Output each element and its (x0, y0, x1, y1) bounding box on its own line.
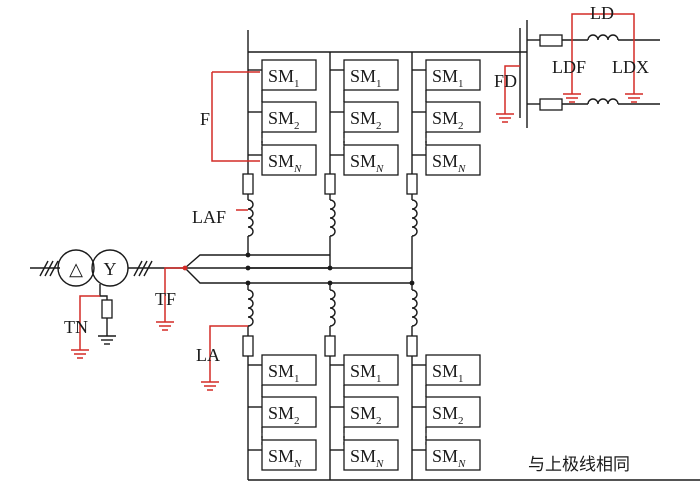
svg-text:SM2: SM2 (432, 108, 464, 132)
lower-arm-2-submodule-2: SM2 (330, 396, 399, 445)
lower-arm-2-submodule-1: SM1 (330, 354, 399, 386)
label-LA: LA (196, 345, 220, 365)
label-LDF: LDF (552, 57, 586, 77)
svg-text:SM2: SM2 (350, 403, 382, 427)
svg-text:SMN: SMN (350, 446, 384, 470)
upper-arm-3-submodule-n: SMN (412, 144, 481, 176)
svg-text:SM1: SM1 (350, 66, 382, 90)
lower-arm-3-submodule-n: SMN (412, 439, 481, 471)
upper-arm-3-submodule-1: SM1 (412, 59, 481, 91)
svg-text:SM1: SM1 (268, 361, 300, 385)
transformer-primary-winding (57, 249, 95, 287)
lower-arm-1-submodule-n: SMN (248, 439, 317, 471)
svg-text:SM2: SM2 (432, 403, 464, 427)
label-F: F (200, 109, 210, 129)
label-LDX: LDX (612, 57, 649, 77)
lower-arm-2-submodule-n: SMN (330, 439, 399, 471)
label-FD: FD (494, 71, 517, 91)
svg-text:SM2: SM2 (268, 403, 300, 427)
label-TN: TN (64, 317, 88, 337)
upper-arm-1-submodule-1: SM1 (248, 59, 317, 91)
svg-text:SM2: SM2 (268, 108, 300, 132)
upper-arm-2-submodule-n: SMN (330, 144, 399, 176)
svg-text:SM1: SM1 (432, 66, 464, 90)
upper-arm-reactor-2 (324, 172, 336, 268)
upper-arm-reactor-1 (242, 172, 254, 255)
label-LAF: LAF (192, 207, 226, 227)
svg-text:SM1: SM1 (432, 361, 464, 385)
transformer-secondary-symbol: Y (104, 259, 117, 279)
svg-text:SMN: SMN (432, 151, 466, 175)
upper-arm-2-submodule-1: SM1 (330, 59, 399, 91)
upper-arm-3-submodule-2: SM2 (412, 101, 481, 150)
label-LD: LD (590, 3, 614, 23)
lower-arm-1-submodule-2: SM2 (248, 396, 317, 445)
svg-text:SM1: SM1 (268, 66, 300, 90)
note-same-as-upper-pole: 与上极线相同 (528, 455, 630, 475)
svg-text:SM2: SM2 (350, 108, 382, 132)
transformer-secondary-winding (91, 249, 129, 287)
lower-arm-3-submodule-1: SM1 (412, 354, 481, 386)
svg-text:SM1: SM1 (350, 361, 382, 385)
lower-arm-reactor-2 (324, 283, 336, 480)
upper-arm-1-submodule-n: SMN (248, 144, 317, 176)
lower-arm-1-submodule-1: SM1 (248, 354, 317, 386)
svg-text:SMN: SMN (268, 151, 302, 175)
transformer-primary-symbol: △ (69, 259, 83, 279)
lower-arm-3-submodule-2: SM2 (412, 396, 481, 445)
lower-arm-reactor-3 (406, 283, 418, 480)
svg-text:SMN: SMN (432, 446, 466, 470)
label-TF: TF (155, 289, 176, 309)
upper-arm-2-submodule-2: SM2 (330, 101, 399, 150)
svg-text:SMN: SMN (268, 446, 302, 470)
svg-text:SMN: SMN (350, 151, 384, 175)
upper-arm-reactor-3 (406, 172, 418, 283)
upper-arm-1-submodule-2: SM2 (248, 101, 317, 150)
